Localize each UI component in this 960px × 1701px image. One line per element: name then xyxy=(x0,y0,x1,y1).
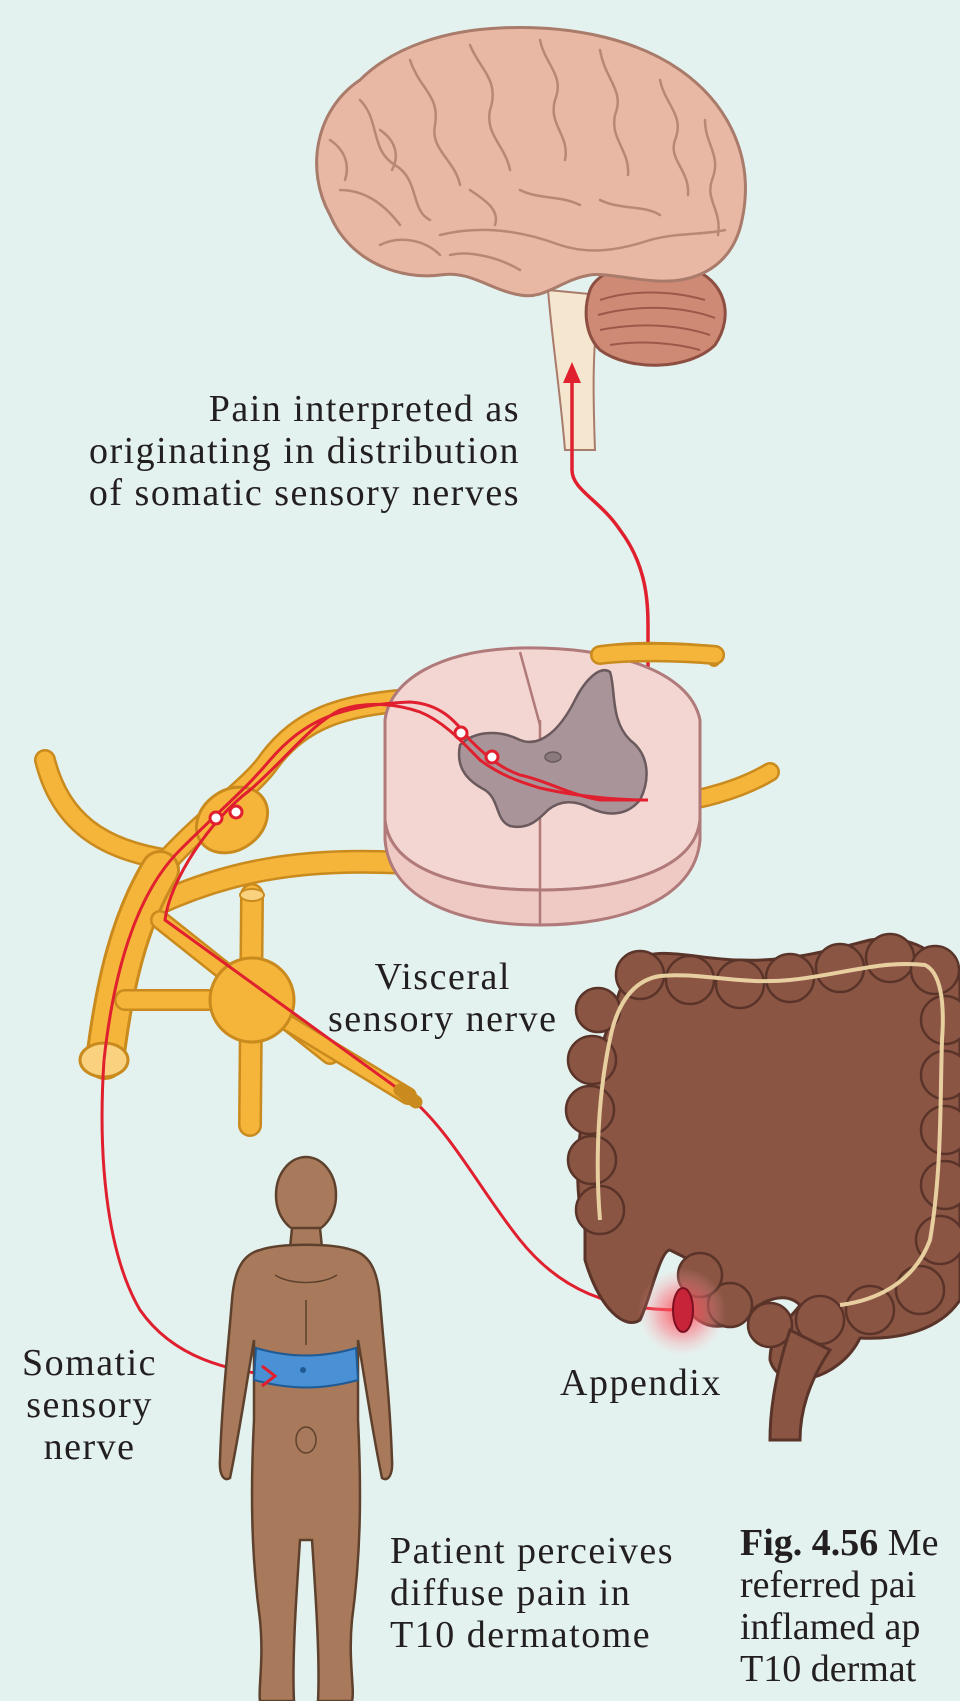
sympathetic-ganglion xyxy=(210,958,294,1042)
figure-caption: Fig. 4.56 Me referred pai inflamed ap T1… xyxy=(740,1522,938,1690)
label-line: Somatic xyxy=(22,1342,157,1384)
chain-cut-top xyxy=(240,889,264,901)
label-line: sensory nerve xyxy=(328,998,557,1040)
cerebrum xyxy=(317,27,746,295)
label-line: sensory xyxy=(22,1384,157,1426)
figure-number: Fig. 4.56 xyxy=(740,1522,878,1564)
label-line: of somatic sensory nerves xyxy=(89,472,520,514)
label-line: Pain interpreted as xyxy=(89,388,520,430)
caption-first-line: Fig. 4.56 Me xyxy=(740,1522,938,1564)
spinal-cord xyxy=(385,648,700,925)
appendix xyxy=(673,1288,693,1332)
patient-figure xyxy=(220,1157,392,1701)
label-line: diffuse pain in xyxy=(390,1572,674,1614)
label-appendix: Appendix xyxy=(560,1362,722,1404)
label-somatic-sensory-nerve: Somatic sensory nerve xyxy=(22,1342,157,1468)
label-pain-interpreted: Pain interpreted as originating in distr… xyxy=(89,388,520,514)
label-line: nerve xyxy=(22,1426,157,1468)
label-line: Visceral xyxy=(328,956,557,998)
dorsal-root-ganglion xyxy=(184,774,281,867)
label-visceral-sensory-nerve: Visceral sensory nerve xyxy=(328,956,557,1040)
label-line: originating in distribution xyxy=(89,430,520,472)
caption-line: Me xyxy=(888,1522,939,1564)
label-line: T10 dermatome xyxy=(390,1614,674,1656)
label-patient-perceives: Patient perceives diffuse pain in T10 de… xyxy=(390,1530,674,1656)
caption-line: referred pai xyxy=(740,1564,938,1606)
caption-line: inflamed ap xyxy=(740,1606,938,1648)
label-line: Patient perceives xyxy=(390,1530,674,1572)
caption-line: T10 dermat xyxy=(740,1648,938,1690)
